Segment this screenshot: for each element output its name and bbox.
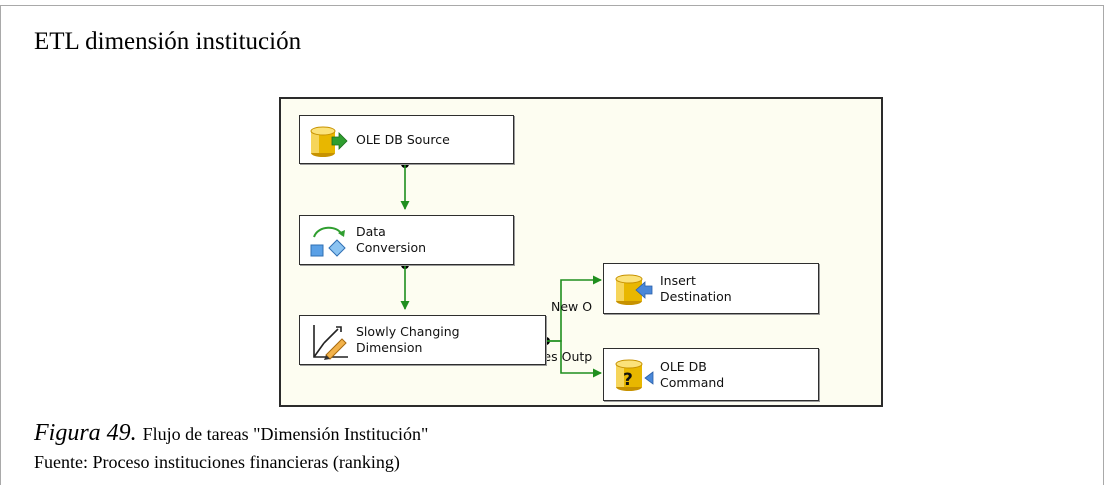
section-heading: ETL dimensión institución bbox=[34, 28, 302, 55]
database-destination-icon bbox=[615, 274, 653, 305]
figure-text: Flujo de tareas "Dimensión Institución" bbox=[142, 424, 429, 444]
path-conversion-to-scd[interactable] bbox=[400, 261, 410, 310]
task-ole-db-command[interactable]: ? OLE DB Command bbox=[603, 348, 819, 401]
svg-text:?: ? bbox=[623, 370, 633, 390]
figure-caption: Figura 49. Flujo de tareas "Dimensión In… bbox=[34, 420, 428, 447]
data-flow-canvas: New O pdates Outp OLE DB Source Data Con… bbox=[279, 97, 883, 407]
path-updates-output[interactable] bbox=[546, 340, 602, 378]
task-label: Slowly Changing Dimension bbox=[356, 324, 460, 355]
task-label: Insert Destination bbox=[660, 272, 732, 304]
slowly-changing-dimension-icon bbox=[313, 325, 348, 360]
task-ole-db-source[interactable]: OLE DB Source bbox=[299, 115, 514, 164]
task-slowly-changing-dimension[interactable]: Slowly Changing Dimension bbox=[299, 315, 546, 365]
data-conversion-icon bbox=[310, 226, 346, 257]
new-output-label: New O bbox=[551, 299, 593, 314]
figure-label: Figura 49. bbox=[34, 420, 137, 446]
task-label: OLE DB Command bbox=[660, 358, 725, 390]
task-label: OLE DB Source bbox=[356, 131, 450, 147]
database-source-icon bbox=[310, 126, 348, 157]
figure-source: Fuente: Proceso instituciones financiera… bbox=[34, 452, 400, 472]
task-insert-destination[interactable]: Insert Destination bbox=[603, 263, 819, 314]
task-data-conversion[interactable]: Data Conversion bbox=[299, 215, 514, 265]
path-source-to-conversion[interactable] bbox=[400, 160, 410, 210]
task-label: Data Conversion bbox=[356, 224, 427, 255]
database-command-icon: ? bbox=[615, 359, 654, 391]
